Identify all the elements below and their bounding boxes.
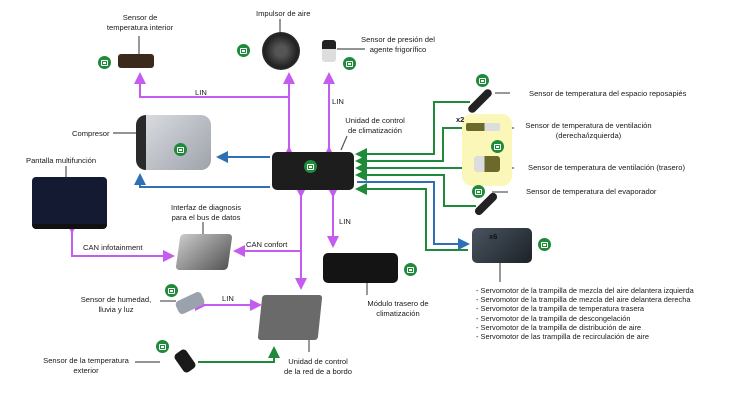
vent-sensor-lr-image[interactable] (466, 123, 500, 131)
vent-sensor-lr-label: Sensor de temperatura de ventilación (de… (525, 121, 652, 140)
servomotor-item: - Servomotor de la trampilla de desconge… (476, 313, 631, 323)
servomotor-list: - Servomotor de la trampilla de mezcla d… (476, 286, 694, 341)
image-badge-icon (343, 57, 356, 70)
multifunction-display-image[interactable] (32, 177, 107, 229)
can-infotainment-line (66, 222, 175, 262)
vent-sensor-quantity: x2 (456, 115, 465, 124)
evaporator-sensor-label: Sensor de temperatura del evaporador (526, 187, 657, 196)
servomotor-item: - Servomotor de la trampilla de distribu… (476, 322, 642, 332)
footwell-sensor-label: Sensor de temperatura del espacio reposa… (529, 89, 687, 98)
green-line-servomotor (355, 183, 468, 251)
can-infotainment-label: CAN infotainment (83, 243, 143, 252)
humidity-sensor-label: Sensor de humedad, lluvia y luz (80, 295, 152, 314)
lin-humidity-label: LIN (222, 294, 234, 303)
image-badge-icon (156, 340, 169, 353)
compressor-image[interactable] (136, 115, 211, 170)
lin-pressure-label: LIN (332, 97, 344, 106)
compressor-label: Compresor (72, 129, 110, 138)
servomotor-item: - Servomotor de la trampilla de mezcla d… (476, 286, 694, 295)
image-badge-icon (472, 185, 485, 198)
image-badge-icon (476, 74, 489, 87)
air-blower-image[interactable] (262, 32, 300, 70)
onboard-network-unit-image[interactable] (257, 295, 323, 340)
can-line-servomotor (357, 181, 470, 250)
can-confort-label: CAN confort (246, 240, 288, 249)
image-badge-icon (538, 238, 551, 251)
climate-control-unit-label: Unidad de control de climatización (345, 116, 405, 135)
rear-vent-sensor-label: Sensor de temperatura de ventilación (tr… (528, 163, 686, 172)
image-badge-icon (404, 263, 417, 276)
image-badge-icon (491, 140, 504, 153)
green-line-evaporator (355, 169, 476, 207)
multifunction-display-label: Pantalla multifunción (26, 156, 97, 165)
image-badge-icon (237, 44, 250, 57)
servomotor-quantity: x6 (489, 232, 498, 241)
interior-temp-sensor-label: Sensor de temperatura interior (106, 13, 174, 32)
image-badge-icon (304, 160, 317, 173)
interior-temp-sensor-image[interactable] (118, 54, 154, 68)
image-badge-icon (98, 56, 111, 69)
exterior-temp-sensor-label: Sensor de la temperatura exterior (43, 356, 129, 375)
vent-sensor-rear-image[interactable] (474, 156, 500, 172)
lin-top-label: LIN (195, 88, 207, 97)
servomotor-image[interactable] (472, 228, 532, 263)
pressure-sensor-label: Sensor de presión del agente frigorífico (361, 35, 435, 54)
servomotor-item: - Servomotor de la trampilla de temperat… (476, 304, 645, 314)
diagnostic-interface-label: Interfaz de diagnosis para el bus de dat… (170, 203, 242, 222)
rear-climate-module-image[interactable] (323, 253, 398, 283)
image-badge-icon (165, 284, 178, 297)
green-line-exterior-sensor (198, 346, 280, 363)
can-line-compressor-out (134, 173, 270, 188)
lin-line-interior-sensor (134, 72, 289, 98)
servomotor-item: - Servomotor de las trampilla de recircu… (476, 332, 649, 342)
lin-rear-label: LIN (339, 217, 351, 226)
servomotor-item: - Servomotor de la trampilla de mezcla d… (476, 295, 691, 305)
diagnostic-interface-image[interactable] (175, 234, 233, 270)
air-blower-label: Impulsor de aire (256, 9, 311, 18)
rear-climate-module-label: Módulo trasero de climatización (367, 299, 429, 318)
image-badge-icon (174, 143, 187, 156)
pressure-sensor-image[interactable] (322, 40, 336, 62)
green-line-footwell (355, 101, 470, 160)
green-line-vent-lr (355, 127, 466, 167)
onboard-network-unit-label: Unidad de control de la red de a bordo (284, 357, 352, 376)
